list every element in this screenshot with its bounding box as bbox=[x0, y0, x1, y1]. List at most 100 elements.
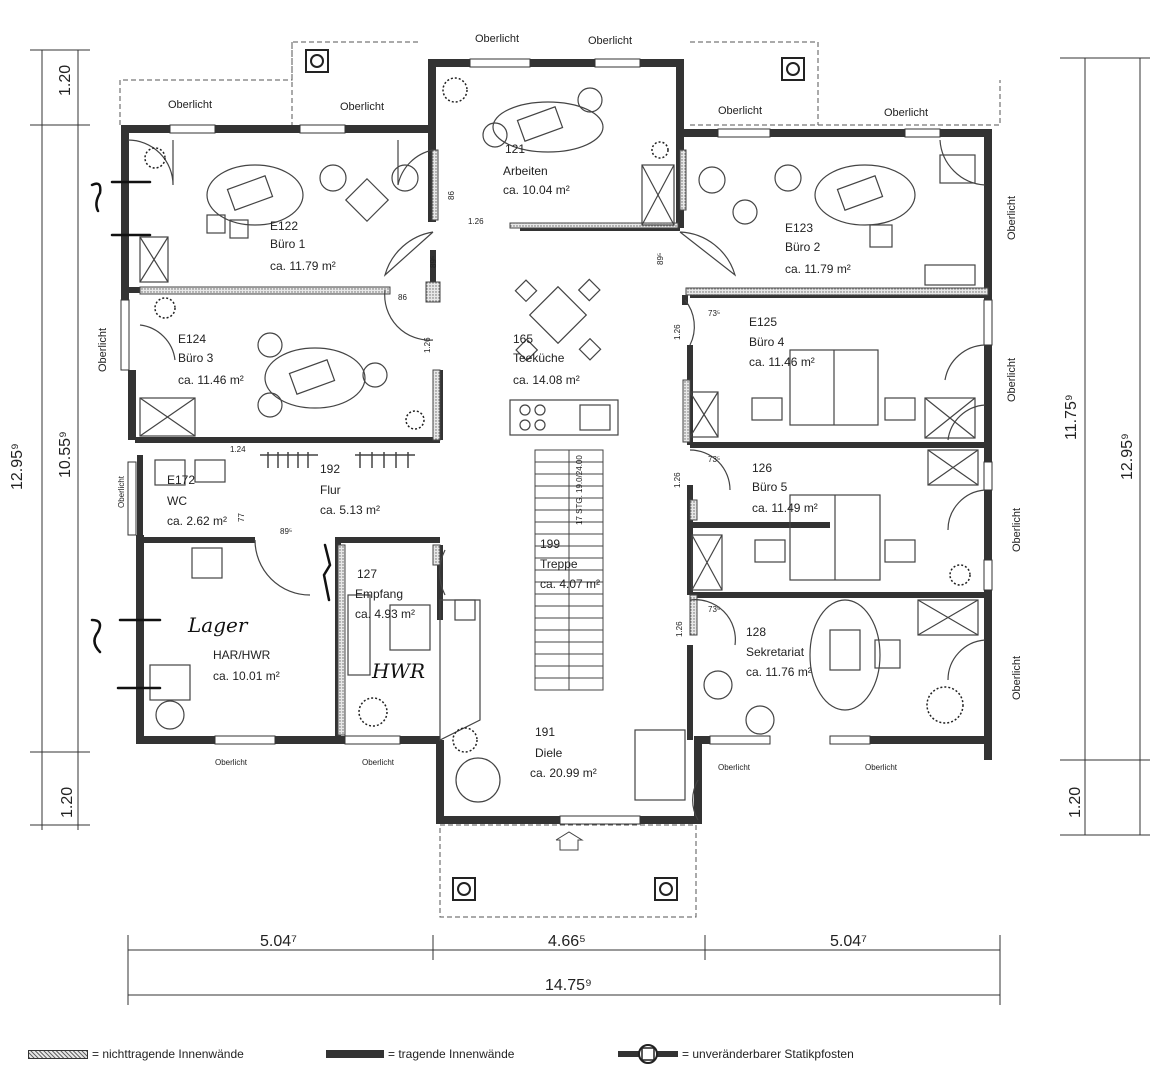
oberlicht-label: Oberlicht bbox=[168, 99, 212, 111]
dim-label: 12.95⁹ bbox=[1119, 433, 1136, 480]
stairs bbox=[534, 449, 604, 851]
room-name: Büro 4 bbox=[749, 335, 785, 349]
oberlicht-label: Oberlicht bbox=[1011, 508, 1023, 552]
dim-label: 14.75⁹ bbox=[545, 977, 592, 994]
oberlicht-label: Oberlicht bbox=[1006, 358, 1018, 402]
wall-dim: 89⁵ bbox=[656, 253, 665, 265]
room-area: ca. 4.07 m² bbox=[540, 577, 600, 591]
room-name: Diele bbox=[535, 746, 563, 760]
room-number: 126 bbox=[752, 461, 772, 475]
hatch-swatch bbox=[28, 1049, 88, 1059]
room-labels: E122 Büro 1 ca. 11.79 m² 121 Arbeiten ca… bbox=[167, 142, 851, 780]
handwritten-note: Lager bbox=[187, 613, 249, 637]
legend-label: = tragende Innenwände bbox=[388, 1047, 515, 1061]
dimension-lines bbox=[30, 49, 1150, 1005]
room-number: 191 bbox=[535, 725, 555, 739]
room-area: ca. 11.46 m² bbox=[749, 355, 815, 369]
room-name: WC bbox=[167, 494, 187, 508]
legend-label: = nichttragende Innenwände bbox=[92, 1047, 244, 1061]
solid-swatch bbox=[326, 1050, 384, 1058]
oberlicht-label: Oberlicht bbox=[718, 105, 762, 117]
room-area: ca. 11.49 m² bbox=[752, 501, 818, 515]
wall-dim: 1.26 bbox=[673, 324, 682, 340]
room-name: Teeküche bbox=[513, 351, 565, 365]
oberlicht-label: Oberlicht bbox=[1011, 656, 1023, 700]
legend-post: = unveränderbarer Statikpfosten bbox=[618, 1043, 854, 1065]
legend-non-load: = nichttragende Innenwände bbox=[28, 1043, 244, 1065]
wall-dim: 89⁵ bbox=[280, 527, 292, 536]
wall-dim: 1.24 bbox=[230, 445, 246, 454]
wall-dim: 89⁵ bbox=[429, 256, 438, 268]
furniture bbox=[139, 87, 979, 803]
room-name: Treppe bbox=[540, 557, 578, 571]
room-area: ca. 4.93 m² bbox=[355, 607, 415, 621]
wall-dim: 77 bbox=[237, 513, 246, 522]
room-area: ca. 20.99 m² bbox=[530, 766, 597, 780]
room-area: ca. 11.76 m² bbox=[746, 665, 812, 679]
oberlicht-label: Oberlicht bbox=[588, 35, 632, 47]
room-area: ca. 5.13 m² bbox=[320, 503, 380, 517]
plants bbox=[144, 77, 971, 753]
room-number: E125 bbox=[749, 315, 777, 329]
room-number: 128 bbox=[746, 625, 766, 639]
non-load-walls bbox=[139, 149, 989, 736]
dim-label: 10.55⁹ bbox=[57, 431, 74, 478]
room-name: HAR/HWR bbox=[213, 648, 271, 662]
wall-dim: 1.26 bbox=[673, 472, 682, 488]
wall-dim: 73⁵ bbox=[708, 455, 720, 464]
door-swings bbox=[127, 139, 986, 821]
oberlicht-label: Oberlicht bbox=[340, 101, 384, 113]
handwritten-marks bbox=[90, 180, 332, 690]
wall-dim: 73⁵ bbox=[708, 309, 720, 318]
dim-label: 1.20 bbox=[1067, 787, 1084, 818]
room-number: 127 bbox=[357, 567, 377, 581]
wall-dimension-labels: 1.26 1.26 1.26 1.26 1.26 86 86 89⁵ 89⁵ 8… bbox=[230, 191, 720, 637]
room-name: Sekretariat bbox=[746, 645, 805, 659]
handwritten-note: HWR bbox=[371, 659, 425, 683]
legend-label: = unveränderbarer Statikpfosten bbox=[682, 1047, 854, 1061]
room-area: ca. 14.08 m² bbox=[513, 373, 580, 387]
oberlicht-label: Oberlicht bbox=[215, 758, 248, 767]
oberlicht-label: Oberlicht bbox=[362, 758, 395, 767]
room-number: 165 bbox=[513, 332, 533, 346]
room-name: Büro 3 bbox=[178, 351, 214, 365]
oberlicht-label: Oberlicht bbox=[97, 328, 109, 372]
stair-note: 17 STG. 19.0/24.00 bbox=[575, 455, 584, 525]
dim-label: 11.75⁹ bbox=[1063, 394, 1080, 440]
dim-label: 5.04⁷ bbox=[830, 933, 867, 950]
room-name: Büro 1 bbox=[270, 237, 306, 251]
structural-posts bbox=[305, 49, 805, 901]
room-number: E124 bbox=[178, 332, 206, 346]
room-area: ca. 10.01 m² bbox=[213, 669, 280, 683]
oberlicht-label: Oberlicht bbox=[884, 107, 928, 119]
skylight-labels: Oberlicht Oberlicht Oberlicht Oberlicht … bbox=[97, 33, 1023, 772]
room-name: Büro 2 bbox=[785, 240, 821, 254]
room-number: E123 bbox=[785, 221, 813, 235]
oberlicht-label: Oberlicht bbox=[865, 763, 898, 772]
room-number: 199 bbox=[540, 537, 560, 551]
room-area: ca. 11.46 m² bbox=[178, 373, 244, 387]
room-area: ca. 11.79 m² bbox=[270, 259, 336, 273]
post-swatch-icon bbox=[618, 1044, 678, 1064]
windows bbox=[120, 58, 993, 825]
dim-label: 1.20 bbox=[59, 787, 76, 818]
oberlicht-label: Oberlicht bbox=[1006, 196, 1018, 240]
wall-dim: 73⁵ bbox=[708, 605, 720, 614]
room-area: ca. 11.79 m² bbox=[785, 262, 851, 276]
room-number: 192 bbox=[320, 462, 340, 476]
dim-label: 4.66⁵ bbox=[548, 933, 586, 950]
room-number: E172 bbox=[167, 473, 195, 487]
room-name: Empfang bbox=[355, 587, 403, 601]
oberlicht-label: Oberlicht bbox=[475, 33, 519, 45]
room-area: ca. 2.62 m² bbox=[167, 514, 227, 528]
wall-dim: 86 bbox=[447, 191, 456, 200]
dim-label: 12.95⁹ bbox=[9, 443, 26, 490]
skylight-outlines bbox=[119, 41, 1001, 918]
legend-load: = tragende Innenwände bbox=[326, 1043, 514, 1065]
dim-label: 5.04⁷ bbox=[260, 933, 297, 950]
wall-dim: 86 bbox=[398, 293, 407, 302]
dimension-labels: 1.20 12.95⁹ 10.55⁹ 1.20 11.75⁹ 12.95⁹ 1.… bbox=[9, 65, 1136, 994]
wall-dim: 1.26 bbox=[468, 217, 484, 226]
wall-dim: 1.26 bbox=[675, 621, 684, 637]
